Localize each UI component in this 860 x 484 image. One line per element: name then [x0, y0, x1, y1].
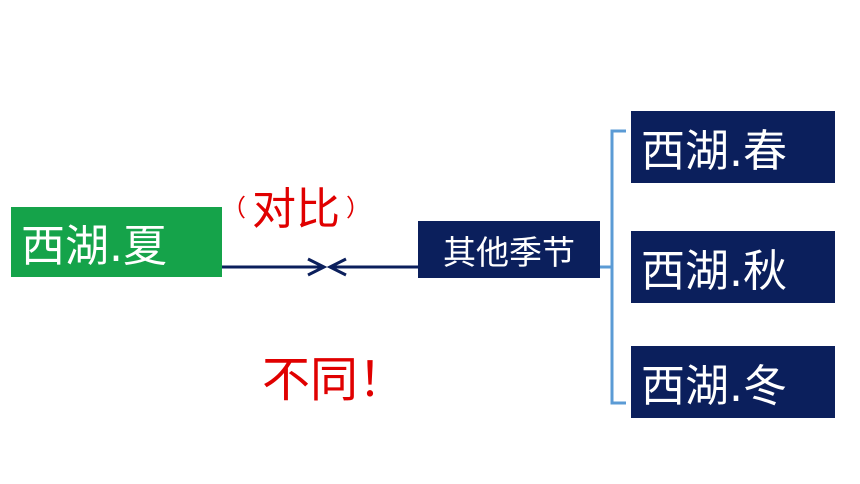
contrast-label: （ 对比 ）: [222, 178, 370, 235]
west-lake-autumn-label: 西湖.秋: [641, 246, 787, 297]
contrast-open-paren: （: [222, 193, 246, 222]
different-label: 不同！: [262, 352, 407, 408]
west-lake-spring-label: 西湖.春: [641, 126, 787, 177]
seasons-bracket: [600, 129, 626, 405]
contrast-close-paren: ）: [346, 193, 370, 222]
west-lake-spring-box: 西湖.春: [631, 111, 835, 183]
arrowhead-right: [307, 257, 328, 277]
arrowhead-left: [326, 257, 347, 277]
west-lake-autumn-box: 西湖.秋: [631, 231, 835, 303]
contrast-text: 对比: [252, 184, 340, 235]
west-lake-summer-box: 西湖.夏: [11, 207, 222, 277]
west-lake-winter-box: 西湖.冬: [631, 346, 835, 418]
west-lake-winter-label: 西湖.冬: [641, 361, 787, 412]
other-seasons-label: 其他季节: [443, 232, 575, 272]
other-seasons-box: 其他季节: [418, 221, 600, 278]
west-lake-summer-label: 西湖.夏: [21, 221, 167, 272]
